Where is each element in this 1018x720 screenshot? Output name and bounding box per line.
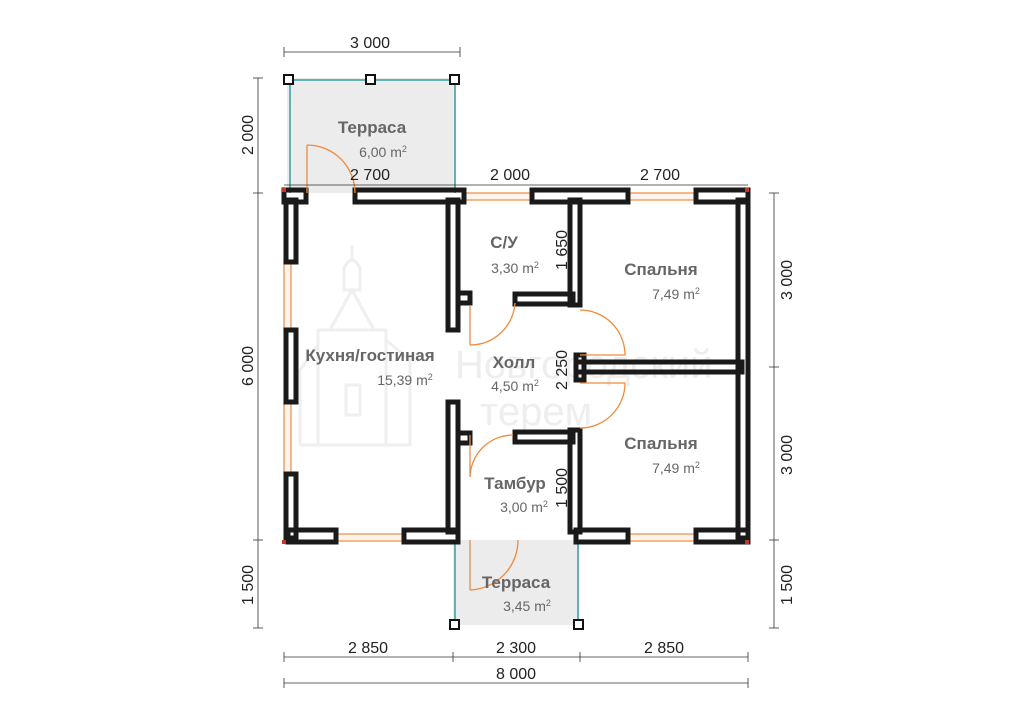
dim-left-bottom: 1 500 <box>240 565 257 605</box>
room-name: Спальня <box>624 434 697 453</box>
dim-inner-hall: 2 250 <box>554 350 571 390</box>
terrace-posts <box>283 74 584 630</box>
dim-top-mid: 2 000 <box>490 167 530 184</box>
room-area: 4,50 m2 <box>491 378 539 394</box>
dim-right-bottom: 3 000 <box>779 435 796 475</box>
room-area: 15,39 m2 <box>377 372 433 388</box>
walls <box>281 187 751 545</box>
room-area: 3,30 m2 <box>491 260 539 276</box>
dim-inner-su: 1 650 <box>554 230 571 270</box>
room-name: Тамбур <box>484 474 546 493</box>
room-area: 3,00 m2 <box>500 499 548 515</box>
dim-right-top: 3 000 <box>779 260 796 300</box>
dim-bottom-mid: 2 300 <box>496 640 536 657</box>
dimension-lines <box>253 47 779 688</box>
watermark-text-2: терем <box>480 390 592 434</box>
dim-bottom-left: 2 850 <box>348 640 388 657</box>
dim-right-terrace: 1 500 <box>779 565 796 605</box>
dim-top-right: 2 700 <box>640 167 680 184</box>
room-labels: Терраса 6,00 m2 С/У 3,30 m2 Спальня 7,49… <box>305 118 700 614</box>
dim-top-left: 2 700 <box>350 167 390 184</box>
dim-left-main: 6 000 <box>240 346 257 386</box>
room-area: 7,49 m2 <box>652 286 700 302</box>
dim-bottom-right: 2 850 <box>644 640 684 657</box>
room-area: 3,45 m2 <box>503 598 551 614</box>
watermark-church-icon <box>298 245 412 447</box>
dim-inner-tambur: 1 500 <box>554 468 571 508</box>
dim-bottom-total: 8 000 <box>496 666 536 683</box>
room-name: Терраса <box>482 573 551 592</box>
room-name: С/У <box>490 233 518 252</box>
room-area: 7,49 m2 <box>652 460 700 476</box>
dim-terrace-width: 3 000 <box>350 35 390 52</box>
terrace-top-fill <box>287 78 455 193</box>
room-name: Кухня/гостиная <box>305 346 434 365</box>
dim-terrace-depth: 2 000 <box>240 115 257 155</box>
corner-markers <box>282 188 749 544</box>
room-area: 6,00 m2 <box>359 144 407 160</box>
room-name: Терраса <box>338 118 407 137</box>
room-name: Спальня <box>624 260 697 279</box>
room-name: Холл <box>493 353 536 372</box>
